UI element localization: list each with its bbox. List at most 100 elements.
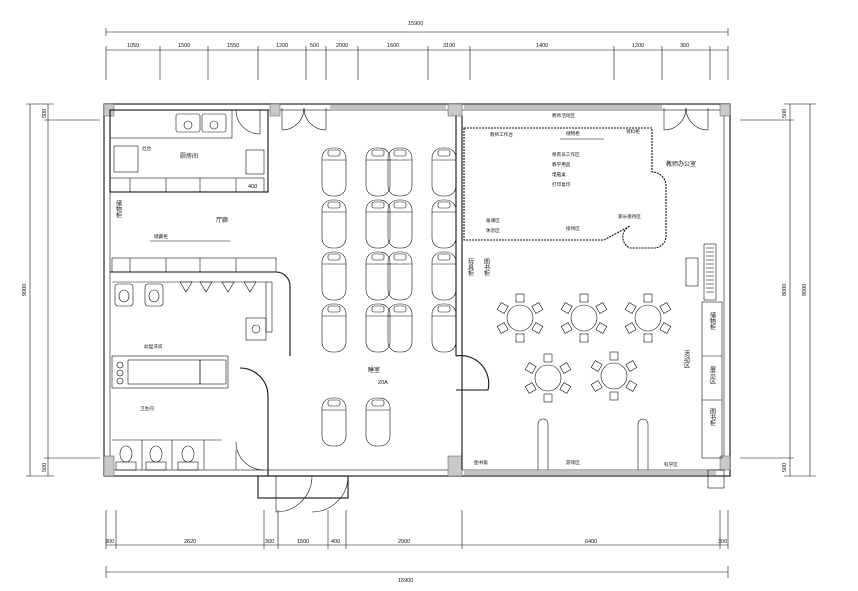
chair <box>560 302 573 314</box>
chair <box>643 293 653 303</box>
bed <box>365 251 391 301</box>
kitchen-room: 厨房间 灶台 400 储物柜 <box>109 109 269 219</box>
science-area-label: 科学区 <box>664 461 678 468</box>
office-note-1: 教师工作台 <box>490 131 513 138</box>
bed <box>387 199 413 249</box>
sleeping-room: 睡室 20A <box>321 116 490 470</box>
activity-label: 活动区 <box>683 349 690 368</box>
bed <box>365 199 391 249</box>
top-segment-dim: 1050 <box>127 43 139 49</box>
top-segment-dim: 1200 <box>632 43 644 49</box>
game-area-label: 游戏区 <box>566 459 580 466</box>
bed <box>321 199 347 249</box>
left-dimension-chain: 9000 500 500 <box>22 103 100 477</box>
office-note-10: 接待区 <box>566 225 580 232</box>
oven-label: 灶台 <box>142 145 152 152</box>
office-note-8: 备课区 <box>486 217 500 224</box>
bed <box>431 199 457 249</box>
urinal <box>144 283 164 307</box>
chair <box>524 382 537 394</box>
top-segment-dim: 1400 <box>536 43 548 49</box>
right-edge-bottom-dim: 500 <box>782 463 788 472</box>
storage-label: 储藏柜 <box>154 233 168 240</box>
urinal <box>114 283 134 307</box>
bed <box>365 397 391 447</box>
bed <box>365 147 391 197</box>
wash-basin <box>243 281 257 293</box>
bed <box>431 251 457 301</box>
round-table <box>590 351 638 401</box>
wash-basin <box>179 281 193 293</box>
right-edge-top-dim: 500 <box>782 109 788 118</box>
chair <box>543 353 553 363</box>
office-note-4: 保育员工作区 <box>552 151 580 158</box>
bed <box>387 147 413 197</box>
bed <box>321 397 347 447</box>
top-segment-dim: 300 <box>680 43 689 49</box>
left-edge-bottom-dim: 500 <box>42 463 48 472</box>
right-total-dim: 9000 <box>802 284 808 296</box>
toilet-bowl <box>145 445 167 471</box>
chair <box>524 362 537 374</box>
right-dimension-chain: 8000 9000 500 500 <box>740 103 816 477</box>
left-total-dim: 9000 <box>22 284 28 296</box>
top-segment-dim: 500 <box>310 43 319 49</box>
top-total-dim: 15900 <box>408 21 423 27</box>
bed <box>387 303 413 353</box>
chair <box>579 293 589 303</box>
chair <box>659 322 672 334</box>
hall-area: 厅廊 储藏柜 <box>110 216 291 356</box>
toilet-bowl <box>177 445 199 471</box>
entrance-doors <box>275 475 349 513</box>
bottom-segment-dim: 6400 <box>585 539 597 545</box>
corner-note: 家长接待区 <box>618 213 641 220</box>
chair <box>625 380 638 392</box>
side-right-label-1: 储物柜 <box>709 311 716 331</box>
kitchen-label: 厨房间 <box>180 152 198 160</box>
chair <box>560 322 573 334</box>
office-note-2: 储物柜 <box>566 130 580 137</box>
chair <box>624 322 637 334</box>
chair <box>531 322 544 334</box>
chair <box>579 333 589 343</box>
bed <box>365 303 391 353</box>
top-segment-dim: 3100 <box>443 43 455 49</box>
bottom-segment-dim: 1500 <box>297 539 309 545</box>
bottom-segment-dim: 2620 <box>184 539 196 545</box>
outer-walls <box>103 103 731 499</box>
wash-basin <box>199 281 213 293</box>
left-edge-top-dim: 500 <box>42 109 48 118</box>
toilet-bowl <box>115 445 137 471</box>
office-note-6: 电脑桌 <box>552 171 566 178</box>
hall-label: 厅廊 <box>216 216 228 224</box>
side-right-label-3: 图书柜 <box>709 408 716 427</box>
chair <box>531 302 544 314</box>
bed <box>321 147 347 197</box>
office-note-3: 资料柜 <box>626 128 640 135</box>
chair <box>643 333 653 343</box>
round-table <box>560 293 608 343</box>
chair <box>496 322 509 334</box>
top-segment-dim: 1550 <box>227 43 239 49</box>
bed <box>321 303 347 353</box>
chair <box>659 302 672 314</box>
bottom-segment-dim: 300 <box>265 539 274 545</box>
chair <box>609 351 619 361</box>
top-doors <box>281 107 709 131</box>
office-label: 教师办公室 <box>666 160 696 168</box>
bottom-segment-dim: 2900 <box>398 539 410 545</box>
chair <box>595 302 608 314</box>
top-segment-dim: 1500 <box>178 43 190 49</box>
play-right-label: 图书柜 <box>483 258 490 277</box>
area-label: 20A <box>378 380 388 386</box>
wash-basin <box>221 281 235 293</box>
round-table <box>524 353 572 403</box>
chair <box>609 391 619 401</box>
play-left-label: 玩具柜 <box>467 258 474 277</box>
chair <box>543 393 553 403</box>
chair <box>595 322 608 334</box>
chair <box>590 360 603 372</box>
chair <box>624 302 637 314</box>
chair <box>625 360 638 372</box>
